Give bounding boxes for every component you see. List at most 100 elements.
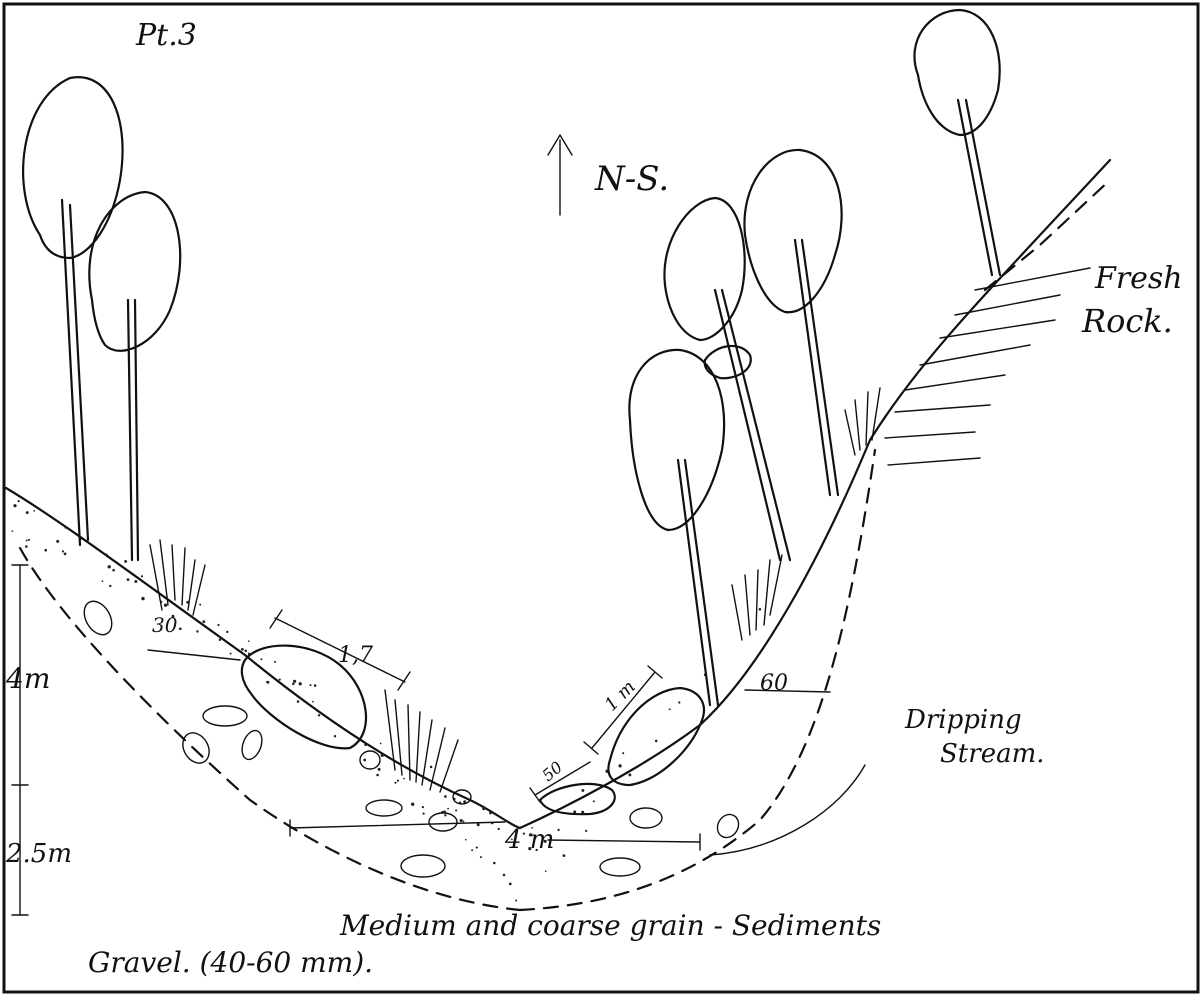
sediment-grain bbox=[11, 530, 13, 532]
fresh-rock-top-line bbox=[985, 180, 1110, 290]
gravel-clast bbox=[178, 728, 215, 768]
gravel-clast bbox=[360, 751, 380, 769]
sediment-grain bbox=[312, 701, 314, 703]
sediment-grain bbox=[13, 504, 16, 507]
sediment-grain bbox=[56, 540, 59, 543]
sediment-grain bbox=[226, 631, 228, 633]
sediment-grain bbox=[44, 549, 47, 552]
sediment-grain bbox=[25, 545, 28, 548]
sediment-grain bbox=[482, 807, 485, 810]
page-frame bbox=[4, 4, 1198, 992]
sediment-grain bbox=[202, 620, 205, 623]
sediment-grain bbox=[292, 683, 295, 686]
sediment-grain bbox=[318, 714, 320, 716]
sediment-grain bbox=[628, 773, 631, 776]
sediment-grain bbox=[678, 701, 680, 703]
sediment-grain bbox=[455, 809, 457, 811]
sediment-grain bbox=[274, 661, 276, 663]
gravel-clast bbox=[630, 808, 662, 828]
sediment-grain bbox=[102, 580, 104, 582]
boulder-left-length-label: 1,7 bbox=[338, 643, 373, 668]
tree-canopy bbox=[23, 77, 122, 258]
ground-surface-left bbox=[6, 488, 520, 828]
sediment-grain bbox=[297, 700, 300, 703]
sediment-grain bbox=[28, 539, 30, 541]
sediment-grain bbox=[378, 768, 381, 771]
fresh-rock-label-line1: Fresh bbox=[1094, 261, 1183, 296]
sediment-grain bbox=[18, 500, 20, 502]
angle-left-label: 30 bbox=[152, 613, 178, 637]
sediment-grain bbox=[266, 681, 268, 683]
gravel-clast bbox=[713, 811, 742, 842]
sediment-grain bbox=[622, 752, 624, 754]
gravel-clast bbox=[600, 858, 640, 876]
channel-width-label: 4 m bbox=[504, 825, 554, 855]
sediment-grain bbox=[447, 808, 449, 810]
tree-trunk bbox=[795, 240, 838, 495]
sediment-grain bbox=[127, 578, 130, 581]
depth-lower-label: 2.5m bbox=[5, 839, 72, 869]
sediment-grain bbox=[573, 810, 576, 813]
sediment-grain bbox=[509, 883, 512, 886]
sediment-grain bbox=[260, 658, 262, 660]
tree-canopy bbox=[744, 150, 841, 312]
sediment-grain bbox=[219, 638, 222, 641]
sediment-grain bbox=[403, 778, 405, 780]
tree-canopy bbox=[629, 350, 724, 530]
sediment-grain bbox=[444, 814, 446, 816]
sediment-grain bbox=[334, 735, 336, 737]
sediment-grain bbox=[26, 540, 28, 542]
sediment-grain bbox=[164, 604, 167, 607]
sediment-grain bbox=[134, 580, 137, 583]
sediment-grain bbox=[397, 780, 399, 782]
measurement-lines bbox=[12, 135, 830, 915]
sediment-grain bbox=[669, 708, 671, 710]
tree-trunk bbox=[715, 290, 790, 560]
sediment-grain bbox=[557, 829, 559, 831]
sediment-grain bbox=[62, 550, 64, 552]
tree-canopy bbox=[664, 198, 744, 340]
sediment-grain bbox=[411, 803, 414, 806]
sediment-grain bbox=[430, 766, 433, 769]
sediment-grain bbox=[493, 862, 496, 865]
gravel-clast bbox=[366, 800, 402, 816]
sediment-grain bbox=[422, 806, 424, 808]
sediment-grain bbox=[471, 849, 473, 851]
sediment-grain bbox=[310, 684, 312, 686]
sediment-grain bbox=[515, 900, 517, 902]
sediment-grain bbox=[422, 812, 424, 814]
sediment-grain bbox=[498, 828, 500, 830]
gravel-clast bbox=[429, 813, 457, 831]
sediment-grain bbox=[563, 854, 566, 857]
sediments-caption: Medium and coarse grain - Sediments bbox=[339, 909, 881, 942]
sediment-grain bbox=[465, 839, 467, 841]
sediment-grain bbox=[245, 650, 248, 653]
grass-tufts bbox=[150, 388, 880, 792]
sediment-grain bbox=[476, 847, 478, 849]
sediment-grain bbox=[503, 874, 506, 877]
sediment-grain bbox=[279, 679, 281, 681]
sediment-grain bbox=[112, 569, 115, 572]
sediment-grain bbox=[248, 640, 250, 642]
sediment-grain bbox=[108, 565, 111, 568]
gravel-clast bbox=[203, 706, 247, 726]
sediment-grain bbox=[314, 684, 317, 687]
sediment-grain bbox=[64, 553, 67, 556]
gravel-clast bbox=[401, 855, 445, 877]
sediment-grain bbox=[141, 597, 144, 600]
sediment-grain bbox=[376, 774, 379, 777]
sediment-grain bbox=[293, 680, 296, 683]
sediment-grain bbox=[64, 527, 66, 529]
tree-trunk bbox=[128, 300, 138, 560]
sediment-grain bbox=[364, 743, 367, 746]
sediment-grain bbox=[593, 800, 595, 802]
sediment-grain bbox=[33, 510, 35, 512]
sediment-grain bbox=[299, 682, 302, 685]
sediment-grain bbox=[618, 764, 621, 767]
dripping-label-line1: Dripping bbox=[904, 705, 1022, 735]
sediment-grain bbox=[380, 743, 382, 745]
sediment-grain bbox=[381, 754, 384, 757]
sediment-grain bbox=[141, 575, 143, 577]
sediment-grain bbox=[460, 819, 463, 822]
